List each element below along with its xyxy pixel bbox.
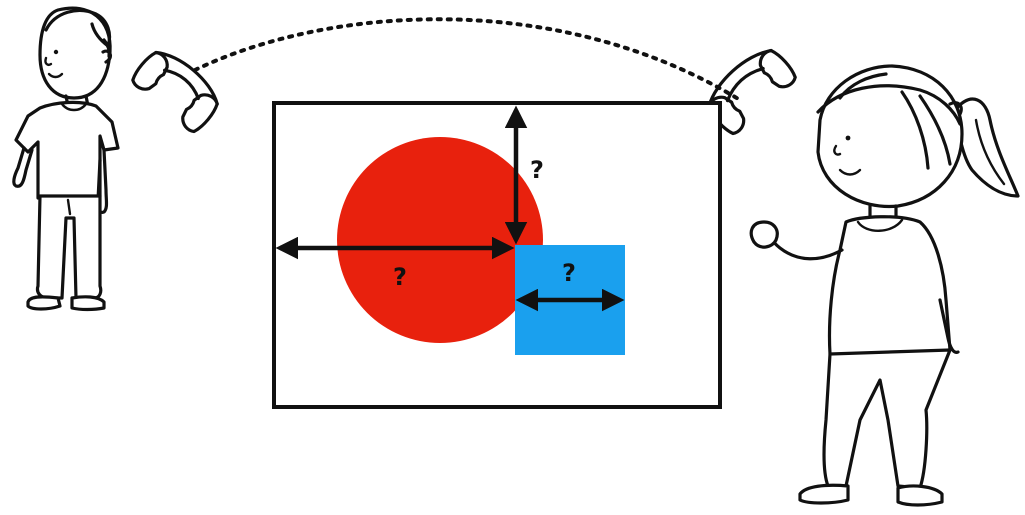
circle-width-question-mark: ? (393, 263, 407, 291)
phone-handset-icon (131, 50, 219, 134)
right-person-girl (749, 64, 1020, 507)
top-distance-question-mark: ? (530, 156, 544, 184)
diagram-frame: ? ? ? (272, 101, 722, 409)
phone-call-dotted-line (193, 17, 742, 102)
red-circle (337, 137, 543, 343)
left-person-man (12, 6, 120, 312)
square-width-question-mark: ? (562, 259, 576, 287)
